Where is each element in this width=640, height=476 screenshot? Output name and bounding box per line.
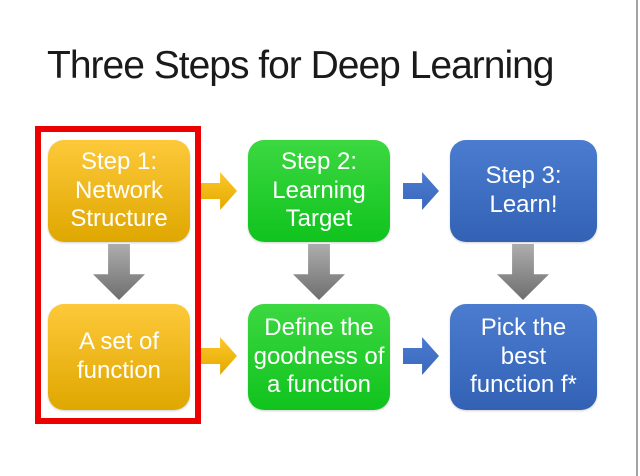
box-step3-learn: Step 3: Learn! bbox=[450, 140, 597, 242]
box-step2-learning-target: Step 2: Learning Target bbox=[248, 140, 390, 242]
down-arrow-icon bbox=[497, 244, 549, 300]
right-arrow-icon bbox=[403, 337, 439, 375]
slide-edge-line bbox=[636, 0, 638, 476]
right-arrow-icon bbox=[403, 172, 439, 210]
right-arrow-icon bbox=[201, 172, 237, 210]
right-arrow-icon bbox=[201, 337, 237, 375]
slide-title: Three Steps for Deep Learning bbox=[47, 44, 555, 87]
box-define-goodness: Define the goodness of a function bbox=[248, 304, 390, 410]
box-pick-best-function: Pick the best function f* bbox=[450, 304, 597, 410]
down-arrow-icon bbox=[293, 244, 345, 300]
box-step1-network-structure: Step 1: Network Structure bbox=[48, 140, 190, 242]
step1-highlight-frame bbox=[35, 126, 201, 424]
box-a-set-of-function: A set of function bbox=[48, 304, 190, 410]
